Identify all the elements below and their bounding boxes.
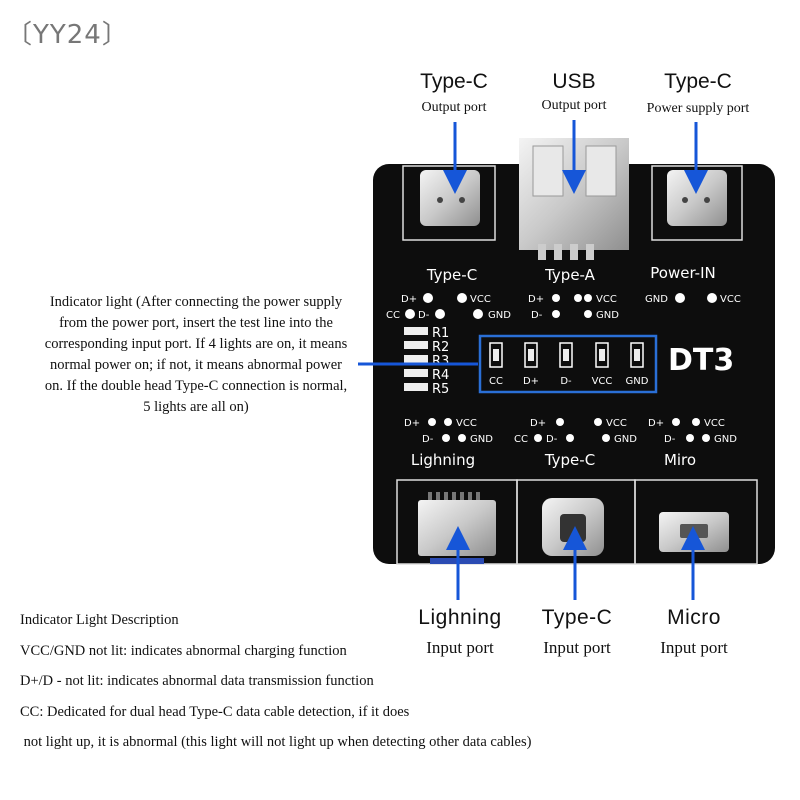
top-port-1-subtitle: Output port bbox=[421, 100, 487, 115]
top-left-connector-outline bbox=[402, 165, 496, 241]
bottom-port-2-subtitle: Input port bbox=[543, 638, 611, 657]
bottom-port-1-subtitle: Input port bbox=[426, 638, 494, 657]
board-label-type-c-bottom: Type-C bbox=[544, 451, 595, 469]
description-line-1: VCC/GND not lit: indicates abnormal char… bbox=[20, 643, 347, 659]
board-model-label: DT3 bbox=[668, 343, 734, 378]
description-line-3: CC: Dedicated for dual head Type-C data … bbox=[20, 704, 410, 720]
pad-label-dminus-2: D- bbox=[531, 310, 543, 321]
pad-label-dminus-4: D- bbox=[422, 434, 434, 445]
pad-label-gnd-6: GND bbox=[714, 434, 737, 445]
pad-label-dplus-4: D+ bbox=[404, 418, 420, 429]
bottom-port-3-title: Micro bbox=[667, 606, 721, 629]
led-label-vcc: VCC bbox=[592, 376, 613, 387]
pad-label-cc-1: CC bbox=[386, 310, 400, 321]
led-label-dplus: D+ bbox=[523, 376, 539, 387]
pad-label-dminus-6: D- bbox=[664, 434, 676, 445]
pad-label-vcc-5: VCC bbox=[606, 418, 627, 429]
led-label-gnd: GND bbox=[626, 376, 649, 387]
resistor-label-r1: R1 bbox=[432, 326, 449, 341]
pad-label-vcc-2: VCC bbox=[596, 294, 617, 305]
top-port-3-title: Type-C bbox=[664, 70, 732, 93]
pad-label-dminus-5: D- bbox=[546, 434, 558, 445]
led-label-dminus: D- bbox=[560, 376, 572, 387]
pad-label-cc-5: CC bbox=[514, 434, 528, 445]
bottom-port-1-title: Lighning bbox=[418, 606, 502, 629]
pad-label-dminus-1: D- bbox=[418, 310, 430, 321]
board-label-miro: Miro bbox=[664, 451, 696, 469]
type-c-output-connector bbox=[420, 170, 480, 226]
pad-label-dplus-6: D+ bbox=[648, 418, 664, 429]
pad-label-vcc-1: VCC bbox=[470, 294, 491, 305]
top-port-2-title: USB bbox=[552, 70, 596, 93]
indicator-light-note: Indicator light (After connecting the po… bbox=[44, 294, 348, 415]
pad-label-gnd-3: GND bbox=[645, 294, 668, 305]
resistor-label-r4: R4 bbox=[432, 368, 449, 383]
resistor-label-r3: R3 bbox=[432, 354, 449, 369]
board-label-type-c-top: Type-C bbox=[426, 266, 477, 284]
pad-label-vcc-4: VCC bbox=[456, 418, 477, 429]
type-c-power-connector bbox=[667, 170, 727, 226]
pad-label-dplus-5: D+ bbox=[530, 418, 546, 429]
micro-port-outline bbox=[634, 479, 758, 565]
top-port-3-subtitle: Power supply port bbox=[646, 101, 750, 116]
board-label-lighning: Lighning bbox=[411, 451, 475, 469]
pad-label-gnd-5: GND bbox=[614, 434, 637, 445]
resistor-label-r2: R2 bbox=[432, 340, 449, 355]
bottom-port-2-title: Type-C bbox=[541, 606, 613, 629]
led-label-cc: CC bbox=[489, 376, 503, 387]
pcb-board bbox=[373, 164, 775, 564]
resistor-label-r5: R5 bbox=[432, 382, 449, 397]
top-port-1-title: Type-C bbox=[420, 70, 488, 93]
pad-label-vcc-6: VCC bbox=[704, 418, 725, 429]
pad-label-gnd-2: GND bbox=[596, 310, 619, 321]
pad-label-vcc-3: VCC bbox=[720, 294, 741, 305]
top-port-2-subtitle: Output port bbox=[541, 98, 607, 113]
bottom-port-3-subtitle: Input port bbox=[660, 638, 728, 657]
description-heading: Indicator Light Description bbox=[20, 612, 179, 628]
pad-label-gnd-4: GND bbox=[470, 434, 493, 445]
led-highlight-box bbox=[478, 334, 658, 394]
board-label-power-in: Power-IN bbox=[650, 264, 715, 282]
board-label-type-a: Type-A bbox=[544, 266, 596, 284]
watermark: 〔YY24〕 bbox=[6, 20, 129, 50]
description-line-2: D+/D - not lit: indicates abnormal data … bbox=[20, 673, 374, 689]
pad-label-gnd-1: GND bbox=[488, 310, 511, 321]
description-line-4: not light up, it is abnormal (this light… bbox=[20, 734, 532, 750]
pad-label-dplus-2: D+ bbox=[528, 294, 544, 305]
pad-label-dplus-1: D+ bbox=[401, 294, 417, 305]
